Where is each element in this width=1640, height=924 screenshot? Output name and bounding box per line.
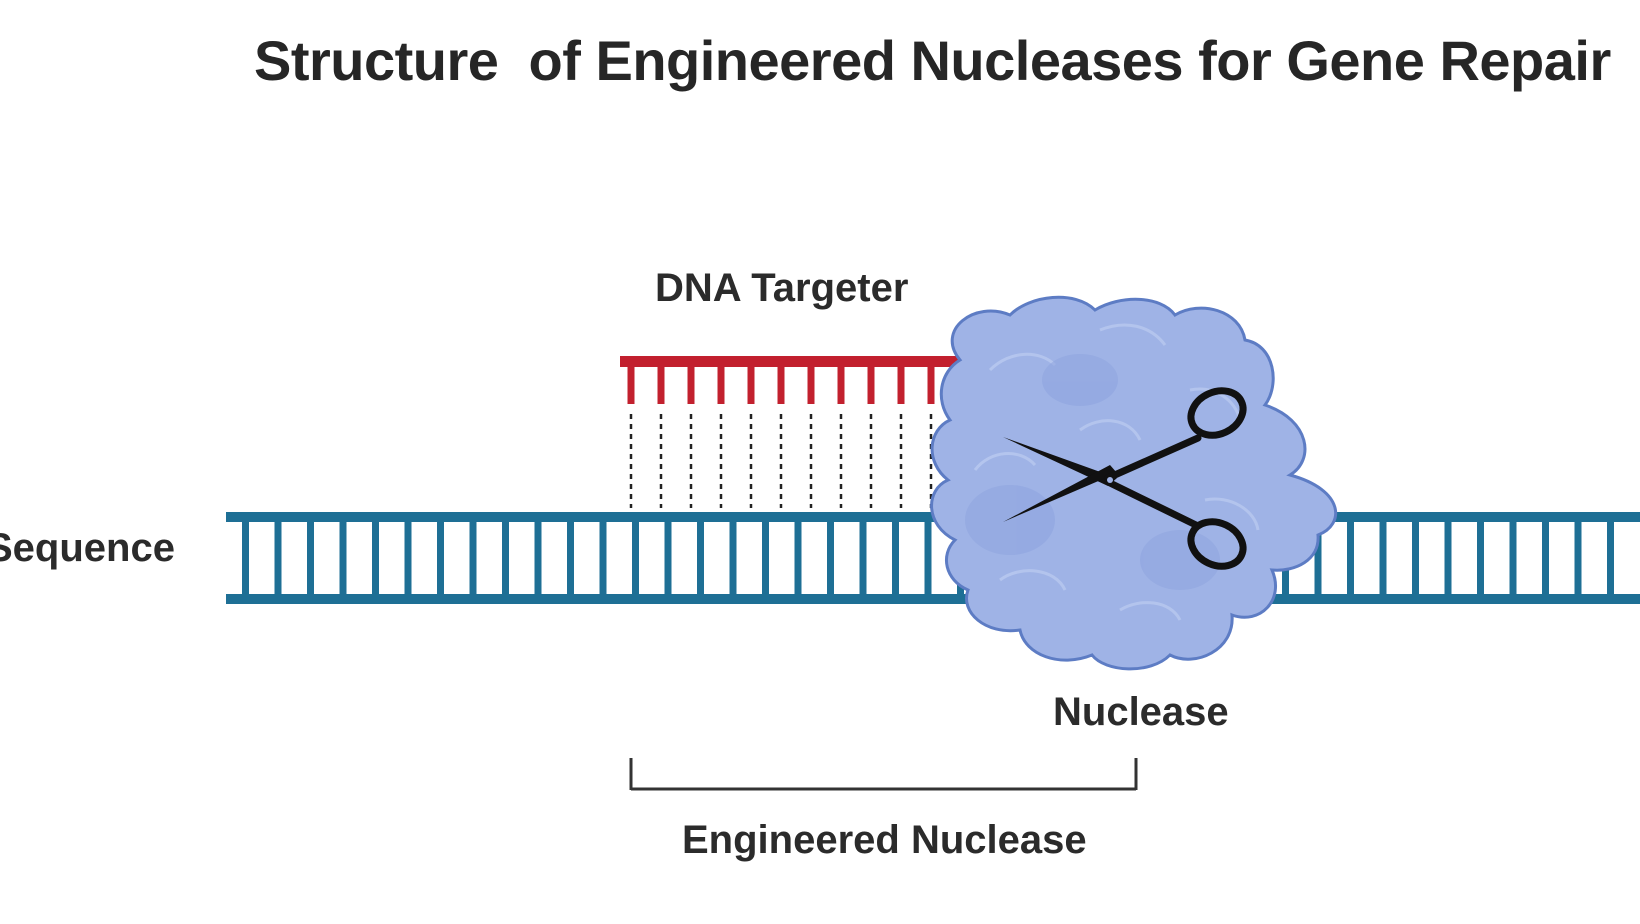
dna-targeter-tooth xyxy=(897,362,905,404)
nuclease-texture-8 xyxy=(1079,419,1142,441)
nuclease-protein xyxy=(930,295,1337,671)
dna-targeter-tooth xyxy=(867,362,875,404)
engineered-nuclease-bracket xyxy=(629,758,1138,791)
dna-base-pair xyxy=(1509,520,1517,597)
dna-base-pair xyxy=(1444,520,1452,597)
dna-targeter-tooth xyxy=(807,362,815,404)
scissors-handle-arm-upper xyxy=(1104,434,1202,482)
scissors-blade-upper xyxy=(1003,437,1117,486)
nuclease-texture-4 xyxy=(973,452,1037,471)
nuclease-label: Nuclease xyxy=(1053,690,1229,734)
sequence-label: Sequence xyxy=(0,526,175,570)
dna-base-pair xyxy=(859,520,867,597)
dna-base-pair xyxy=(1412,520,1419,597)
dna-base-pair xyxy=(372,520,379,597)
nuclease-texture-1 xyxy=(988,352,1057,372)
dna-targeter-tooth xyxy=(747,362,755,404)
dna-base-pair xyxy=(502,520,509,597)
dna-base-pair xyxy=(534,520,542,597)
scissors-handle-ring-upper xyxy=(1187,387,1247,439)
dna-targeter-tooth xyxy=(837,362,845,404)
scissors-blade-lower xyxy=(1003,465,1117,522)
dna-base-pair xyxy=(924,520,932,597)
dna-targeter-tooth xyxy=(717,362,725,404)
dna-targeter-label: DNA Targeter xyxy=(655,266,909,310)
dna-base-pair xyxy=(242,520,249,597)
scissors-handle-arm-lower xyxy=(1104,478,1202,530)
dna-targeter-tooth xyxy=(927,362,935,404)
dna-base-pair xyxy=(794,520,802,597)
dna-sequence-strand xyxy=(226,512,1640,604)
nuclease-texture-2 xyxy=(1099,323,1167,346)
dna-targeter-teeth xyxy=(627,362,935,404)
engineered-nuclease-label: Engineered Nuclease xyxy=(682,818,1087,862)
dna-base-pair xyxy=(632,520,639,597)
dna-targeter-tooth xyxy=(687,362,695,404)
dna-base-pair xyxy=(469,520,477,597)
nuclease-shade-1 xyxy=(965,485,1055,555)
dna-base-pair xyxy=(697,520,704,597)
dna-base-pair xyxy=(437,520,444,597)
dna-targeter-backbone xyxy=(620,356,960,367)
dna-base-pair xyxy=(404,520,412,597)
dna-base-pair xyxy=(307,520,314,597)
scissors-pivot xyxy=(1107,477,1113,483)
dna-base-pair xyxy=(274,520,282,597)
dna-base-pair xyxy=(762,520,769,597)
dna-targeter-tooth xyxy=(777,362,785,404)
dna-base-pair xyxy=(1379,520,1387,597)
dna-base-pair xyxy=(1607,520,1614,597)
dna-base-pair xyxy=(339,520,347,597)
dna-base-pair xyxy=(567,520,574,597)
dna-targeter-tooth xyxy=(657,362,665,404)
nuclease-shade-2 xyxy=(1140,530,1220,590)
dna-base-pair xyxy=(827,520,834,597)
dna-base-pair xyxy=(1574,520,1582,597)
dna-targeter-bonds xyxy=(629,414,933,508)
dna-base-pair xyxy=(1314,520,1322,597)
dna-base-pair xyxy=(664,520,672,597)
dna-targeter xyxy=(620,356,960,508)
dna-base-pair xyxy=(892,520,899,597)
dna-base-pair xyxy=(599,520,607,597)
dna-base-pair xyxy=(1347,520,1354,597)
nuclease-shade-3 xyxy=(1042,354,1118,406)
dna-base-pair xyxy=(729,520,737,597)
scissors-handle-ring-lower xyxy=(1187,518,1247,570)
dna-base-pairs xyxy=(242,520,1614,597)
nuclease-texture-7 xyxy=(1119,601,1182,621)
nuclease-texture-6 xyxy=(999,569,1067,591)
nuclease-body xyxy=(930,295,1337,671)
nuclease-texture-3 xyxy=(1189,387,1242,421)
scissors-icon xyxy=(1003,387,1247,570)
dna-bottom-backbone xyxy=(226,594,1640,604)
dna-targeter-tooth xyxy=(627,362,635,404)
dna-base-pair xyxy=(1542,520,1549,597)
nuclease-texture-5 xyxy=(1204,497,1260,531)
diagram-title: Structure of Engineered Nucleases for Ge… xyxy=(254,29,1611,92)
dna-base-pair xyxy=(1477,520,1484,597)
